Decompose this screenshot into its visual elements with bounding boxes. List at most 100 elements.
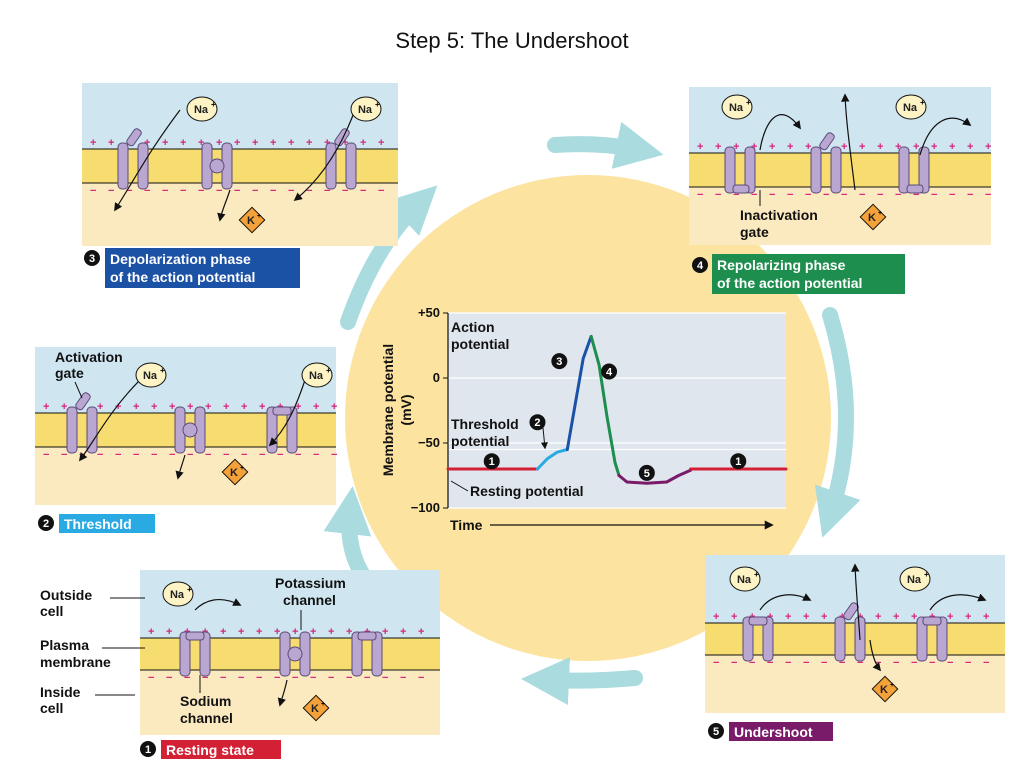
positive-charge: +: [821, 611, 827, 623]
negative-charge: −: [241, 449, 247, 461]
sodium-ion-charge: +: [326, 366, 331, 375]
negative-charge: −: [400, 672, 406, 684]
negative-charge: −: [202, 672, 208, 684]
chart-series-phase-4: [589, 334, 621, 477]
positive-charge: +: [331, 401, 337, 413]
positive-charge: +: [805, 141, 811, 153]
positive-charge: +: [108, 137, 114, 149]
chart-annotation-resting: Resting potential: [470, 483, 584, 499]
potassium-ion-charge: +: [240, 465, 244, 472]
activation-gate: [126, 128, 142, 147]
potassium-gate: [287, 646, 303, 662]
channel-subunit: [371, 631, 383, 677]
positive-charge: +: [97, 401, 103, 413]
label-plasma-2: membrane: [40, 654, 111, 670]
chart-y-tick-label: −50: [418, 435, 440, 450]
negative-charge: −: [216, 185, 222, 197]
negative-charge: −: [43, 449, 49, 461]
label-activation-gate-2: gate: [55, 365, 84, 381]
positive-charge: +: [913, 141, 919, 153]
positive-charge: +: [162, 137, 168, 149]
negative-charge: −: [803, 657, 809, 669]
negative-charge: −: [715, 189, 721, 201]
potassium-ion-charge: +: [878, 210, 882, 217]
positive-charge: +: [43, 401, 49, 413]
negative-charge: −: [324, 185, 330, 197]
sodium-ion-icon: Na+: [135, 362, 167, 388]
negative-charge: −: [205, 449, 211, 461]
negative-charge: −: [713, 657, 719, 669]
sodium-ion-bubble: [895, 94, 927, 120]
positive-charge: +: [61, 401, 67, 413]
panel-threshold: +−+−+−+−+−+−+−+−+−+−+−+−+−+−+−+−+−Na+Na+…: [35, 347, 337, 505]
channel-subunit: [916, 616, 928, 662]
channel-subunit: [742, 616, 754, 662]
negative-charge: −: [162, 185, 168, 197]
banner-repolarizing: 4 Repolarizing phase of the action poten…: [692, 254, 905, 294]
positive-charge: +: [205, 401, 211, 413]
potassium-channel: [201, 142, 233, 190]
channel-subunit: [810, 146, 822, 194]
negative-charge: −: [767, 657, 773, 669]
ion-flow-arrow: [841, 93, 856, 191]
channel-subunit: [936, 616, 948, 662]
positive-charge: +: [133, 401, 139, 413]
chart-y-label: Membrane potential: [380, 344, 396, 476]
chart-grid: [448, 312, 786, 509]
sodium-ion-label: Na: [737, 574, 752, 586]
activation-gate: [75, 392, 91, 411]
negative-charge: −: [180, 185, 186, 197]
sodium-ion-icon: Na+: [301, 362, 333, 388]
potassium-ion-label: K: [247, 215, 255, 227]
potassium-gate: [209, 158, 225, 174]
potassium-ion-icon: K+: [859, 203, 887, 231]
channel-subunit: [744, 146, 756, 194]
positive-charge: +: [859, 141, 865, 153]
channel-subunit: [830, 146, 842, 194]
step-badge-4: 4: [697, 260, 704, 272]
negative-charge: −: [166, 672, 172, 684]
step-badge-3: 3: [89, 253, 95, 265]
chart-y-tick-label: +50: [418, 305, 440, 320]
ion-flow-arrow: [114, 109, 181, 212]
channel-subunit: [724, 146, 736, 194]
potassium-ion-diamond: [871, 675, 899, 703]
ion-flow-arrow: [851, 563, 861, 641]
chart-phase-marker-label: 2: [534, 417, 540, 429]
positive-charge: +: [220, 626, 226, 638]
positive-charge: +: [151, 401, 157, 413]
intracellular-region: [705, 655, 1005, 713]
negative-charge: −: [328, 672, 334, 684]
positive-charge: +: [148, 626, 154, 638]
positive-charge: +: [378, 137, 384, 149]
chart-phase-marker-label: 1: [735, 456, 741, 468]
negative-charge: −: [911, 657, 917, 669]
negative-charge: −: [360, 185, 366, 197]
channel-subunit: [117, 142, 129, 190]
negative-charge: −: [331, 449, 337, 461]
potassium-ion-label: K: [230, 467, 238, 479]
positive-charge: +: [751, 141, 757, 153]
positive-charge: +: [931, 141, 937, 153]
sodium-channel: [724, 146, 756, 194]
negative-charge: −: [841, 189, 847, 201]
chart-phase-marker-label: 5: [644, 468, 650, 480]
negative-charge: −: [929, 657, 935, 669]
positive-charge: +: [295, 401, 301, 413]
ion-flow-arrow: [217, 189, 231, 222]
sodium-channel: [179, 631, 211, 677]
positive-charge: +: [947, 611, 953, 623]
potassium-ion-diamond: [859, 203, 887, 231]
ion-flow-arrow: [919, 117, 972, 156]
cycle-arrow-4-to-5: [814, 307, 861, 538]
chart-phase-marker-badge: [730, 453, 747, 470]
panel-repolarizing: +−+−+−+−+−+−+−+−+−+−+−+−+−+−+−+−+−Na+Na+…: [689, 87, 991, 245]
sodium-ion-icon: Na+: [895, 94, 927, 120]
negative-charge: −: [949, 189, 955, 201]
channel-subunit: [834, 616, 846, 662]
negative-charge: −: [198, 185, 204, 197]
negative-charge: −: [259, 449, 265, 461]
activation-gate: [272, 406, 292, 416]
chart-phase-marker-label: 4: [606, 367, 613, 379]
positive-charge: +: [893, 611, 899, 623]
